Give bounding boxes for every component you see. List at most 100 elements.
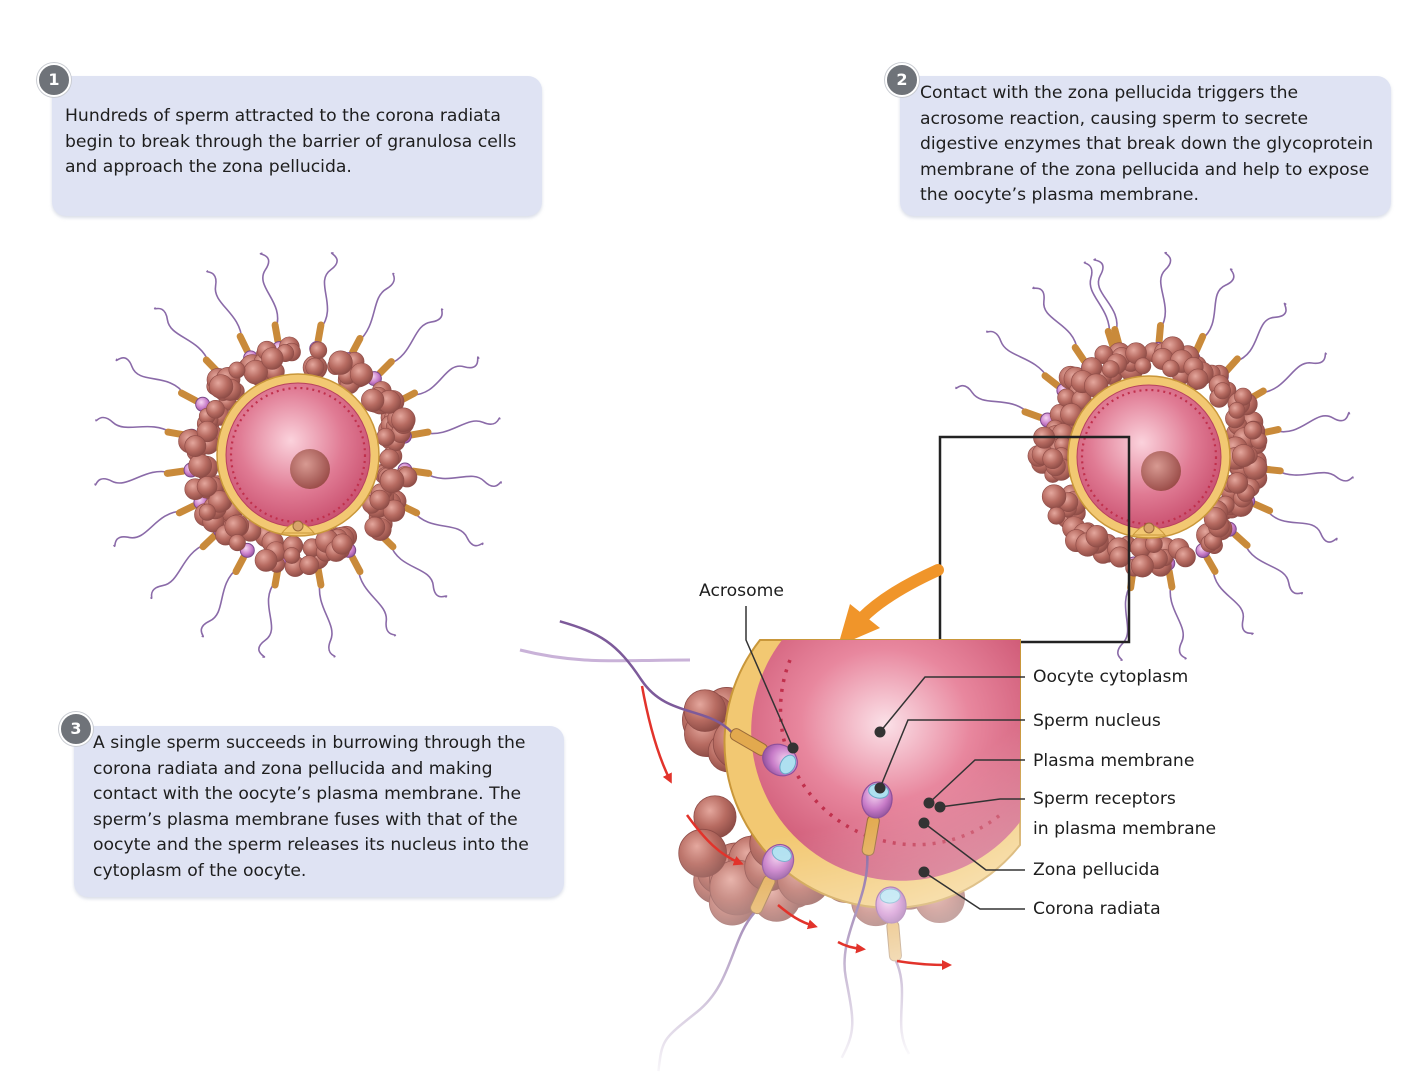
corona-cell [391,407,416,432]
sperm-midpiece [236,332,251,355]
step-3-description-box: A single sperm succeeds in burrowing thr… [74,726,564,897]
sperm-midpiece [1231,531,1251,549]
sperm-tail [258,580,277,658]
sperm-midpiece [1251,500,1274,515]
corona-cell [1187,368,1209,390]
sperm-tail [1159,251,1172,330]
step-1-description-box: Hundreds of sperm attracted to the coron… [52,76,542,216]
sperm-detail [657,843,795,1072]
sperm-tail [319,252,338,330]
label-oocyte-cytoplasm: Oocyte cytoplasm [1033,667,1189,687]
acrosome-cap [771,845,792,862]
zoom-arrow-head [838,604,880,646]
sperm-midpiece [1111,325,1123,349]
corona-cell [1130,554,1154,578]
sperm-tail [113,510,183,548]
corona-cell [1162,359,1180,378]
sperm-midpiece [199,532,219,551]
sperm-midpiece [376,358,395,377]
step-3-badge: 3 [59,712,93,746]
zona-pellucida-leader [923,822,1025,871]
oocyte-cytoplasm-large [751,640,1020,881]
sperm-tail [1275,469,1354,482]
corona-cell [1175,546,1196,568]
sperm-detail [875,886,911,1055]
corona-cell [283,547,301,564]
label-corona-radiata: Corona radiata [1033,899,1161,919]
corona-cell [1041,484,1067,509]
corona-cell [1243,421,1263,440]
sperm-midpiece [1165,567,1176,591]
corona-cell [1213,382,1231,400]
corona-cell [1085,525,1108,548]
plasma-membrane-leader [928,759,1025,804]
zoom-arrow-shaft [856,564,944,624]
sperm-midpiece [1223,355,1241,375]
corona-cell [196,476,218,497]
oocyte-nucleus [1141,451,1181,491]
sperm-tail [153,306,210,364]
corona-cell [208,374,234,399]
sperm-tail [1234,302,1287,363]
sperm-tail [1200,268,1235,341]
sperm-midpiece [408,428,432,439]
corona-cell [328,350,353,375]
sperm-midpiece [348,334,364,357]
oocyte-cytoplasm-leader [879,676,1025,733]
step-2-text: Contact with the zona pellucida triggers… [920,83,1374,205]
sperm-midpiece [1203,553,1219,575]
acrosome-leader-dot [787,742,799,754]
corona-cell [376,427,395,447]
sperm-tail [200,567,239,638]
sperm-midpiece [1071,344,1088,365]
label-plasma-membrane: Plasma membrane [1033,751,1195,771]
corona-cell [369,489,390,510]
sperm-tail [1265,508,1338,543]
corona-cell [254,549,278,572]
sperm-midpiece [314,321,325,345]
sperm-midpiece [1155,322,1165,345]
corona-cell [309,341,328,360]
corona-cell [364,516,386,538]
sperm-tail [1032,286,1079,351]
sperm-tail [412,510,484,547]
corona-cell [361,388,385,412]
acrosome-cap [779,754,797,775]
sperm-tail [1083,261,1111,336]
corona-cell [1134,357,1152,375]
corona-cell [1101,360,1120,379]
sperm-tail [388,308,444,366]
corona-cell [382,499,406,522]
motion-arrow [685,814,744,866]
corona-cell [228,534,246,552]
sperm-tail [259,252,279,330]
sperm-tail [985,330,1049,379]
corona-cell [305,357,325,377]
plasma-membrane-dots [1080,388,1218,526]
sperm-midpiece [1104,327,1117,351]
plasma-membrane-leader-dot [923,797,935,809]
corona-cell [379,448,400,469]
motion-arrow [896,959,952,970]
corona-cell [379,468,405,494]
sperm-tail [95,416,173,434]
sperm-midpiece [1192,332,1207,355]
sperm-midpiece [175,502,198,517]
polar-body [1143,522,1155,534]
corona-cell [184,435,207,457]
sperm-tail [1093,258,1118,334]
sperm-receptors-leader-dot [934,801,946,813]
corona-cell [1226,472,1249,494]
zoomed-detail [519,620,1021,1072]
acrosome-cap [879,888,901,904]
sperm-tail [955,384,1030,414]
motion-arrow [837,940,866,954]
label-sperm-receptors: Sperm receptors [1033,789,1176,809]
label-sperm-receptors-line2: in plasma membrane [1033,819,1217,839]
sperm-tail [115,357,186,396]
sperm-tail [206,270,243,340]
sperm-detail [559,620,798,777]
motion-arrow [640,685,672,784]
sperm-midpiece-large [886,920,902,962]
